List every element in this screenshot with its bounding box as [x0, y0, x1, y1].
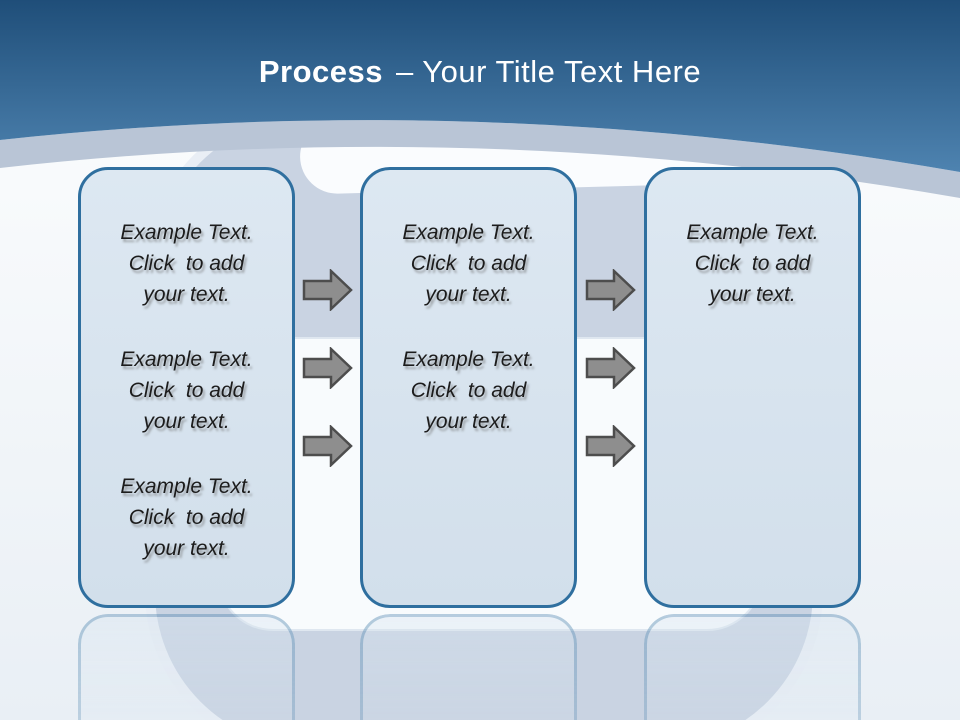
flow-arrow-icon: [585, 425, 636, 467]
process-box-3: Example Text. Click to add your text.: [644, 167, 861, 608]
example-text: Example Text. Click to add your text.: [402, 348, 535, 433]
header-band: [0, 120, 960, 198]
title-text: – Your Title Text Here: [396, 54, 702, 89]
box-reflection-1: [78, 614, 295, 720]
process-box-2: Example Text. Click to add your text. Ex…: [360, 167, 577, 608]
flow-arrow-icon: [585, 269, 636, 311]
example-text: Example Text. Click to add your text.: [120, 348, 253, 433]
title-keyword: Process: [258, 54, 384, 89]
flow-arrow-icon: [302, 347, 353, 389]
example-text: Example Text. Click to add your text.: [120, 475, 253, 560]
box-reflection-2: [360, 614, 577, 720]
box-reflection-3: [644, 614, 861, 720]
flow-arrow-icon: [302, 269, 353, 311]
slide-title: Process – Your Title Text Here: [0, 52, 960, 92]
header-shape: [0, 0, 960, 172]
flow-arrow-icon: [585, 347, 636, 389]
example-text: Example Text. Click to add your text.: [402, 221, 535, 306]
example-text: Example Text. Click to add your text.: [686, 221, 819, 306]
example-text: Example Text. Click to add your text.: [120, 221, 253, 306]
process-box-1: Example Text. Click to add your text. Ex…: [78, 167, 295, 608]
flow-arrow-icon: [302, 425, 353, 467]
